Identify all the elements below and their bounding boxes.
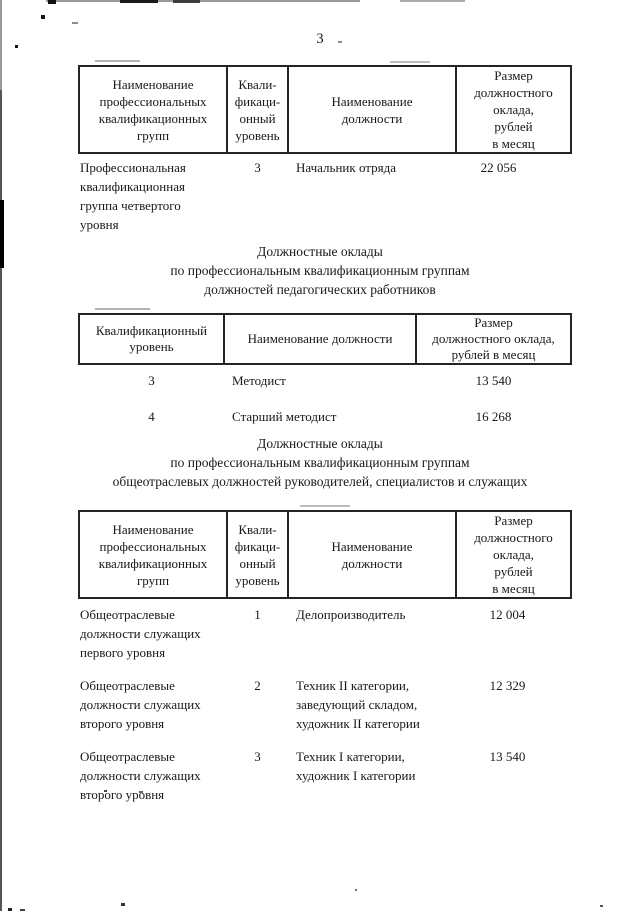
cell-qual-level: 3 <box>254 749 261 764</box>
scan-left-edge-line <box>0 0 2 911</box>
header-qual-level: Квали- фикаци- онный уровень <box>226 510 289 599</box>
scan-speck <box>104 790 107 792</box>
scan-speck <box>72 22 78 24</box>
header-salary-size: Размер должностного оклада, рублей в мес… <box>455 510 572 599</box>
page-number: 3 <box>316 31 324 47</box>
cell-qual-level: 1 <box>254 607 261 622</box>
scan-left-edge-light <box>0 0 2 90</box>
scan-ghost-dash <box>390 61 430 63</box>
scan-speck <box>139 791 143 793</box>
table-header-row: Наименование профессиональных квалификац… <box>78 510 572 599</box>
cell-position: Делопроизводитель <box>296 607 406 622</box>
table-row: Общеотраслевые должности служащих второг… <box>79 747 571 818</box>
cell-position: Старший методист <box>232 409 337 424</box>
cell-position: Методист <box>232 373 286 388</box>
table-row: Общеотраслевые должности служащих первог… <box>79 598 571 676</box>
table-header-row: Квалификационный уровень Наименование до… <box>78 313 572 365</box>
scan-speck <box>121 903 125 906</box>
scan-ghost-dash <box>95 60 140 62</box>
cell-salary: 13 540 <box>489 749 526 764</box>
cell-position: Техник II категории, заведующий складом,… <box>296 678 420 731</box>
table-row: Общеотраслевые должности служащих второг… <box>79 676 571 747</box>
scan-left-edge-blotch <box>0 200 4 268</box>
scan-speck <box>355 889 357 891</box>
scan-speck <box>338 41 342 43</box>
section-title-industrywide: Должностные оклады по профессиональным к… <box>112 436 528 489</box>
cell-salary: 22 056 <box>480 160 517 175</box>
salary-table-industrywide: Наименование профессиональных квалификац… <box>78 510 572 818</box>
cell-qual-level: 2 <box>254 678 261 693</box>
cell-qual-level: 3 <box>148 373 155 388</box>
scan-speck <box>20 909 25 911</box>
header-position-name: Наименование должности <box>287 510 457 599</box>
cell-group-name: Профессиональная квалификационная группа… <box>80 160 186 232</box>
scan-top-strip <box>400 0 465 2</box>
cell-group-name: Общеотраслевые должности служащих второг… <box>80 678 201 731</box>
header-qual-level: Квали- фикаци- онный уровень <box>226 65 289 154</box>
header-salary-size: Размер должностного оклада, рублей в мес… <box>415 313 572 365</box>
salary-table-pedagogical: Квалификационный уровень Наименование до… <box>78 313 572 426</box>
cell-position: Техник I категории, художник I категории <box>296 749 416 783</box>
scan-speck <box>41 15 45 19</box>
scan-speck <box>15 45 18 48</box>
cell-group-name: Общеотраслевые должности служащих первог… <box>80 607 201 660</box>
table-row: 3 Методист 13 540 <box>79 364 571 390</box>
cell-salary: 12 004 <box>489 607 526 622</box>
section-title-pedagogical: Должностные оклады по профессиональным к… <box>170 244 470 297</box>
scan-top-blotch <box>173 0 200 3</box>
header-position-name: Наименование должности <box>223 313 417 365</box>
cell-position: Начальник отряда <box>296 160 396 175</box>
header-group-name: Наименование профессиональных квалификац… <box>78 510 228 599</box>
scan-ghost-dash <box>95 308 150 310</box>
scan-top-blotch <box>120 0 158 3</box>
cell-salary: 16 268 <box>475 409 512 424</box>
cell-salary: 12 329 <box>489 678 526 693</box>
scan-ghost-dash <box>300 505 350 507</box>
salary-table-group4: Наименование профессиональных квалификац… <box>78 65 572 234</box>
header-group-name: Наименование профессиональных квалификац… <box>78 65 228 154</box>
cell-qual-level: 4 <box>148 409 155 424</box>
table-row: Профессиональная квалификационная группа… <box>79 153 571 234</box>
scan-speck <box>8 908 12 911</box>
header-salary-size: Размер должностного оклада, рублей в мес… <box>455 65 572 154</box>
scan-speck <box>600 905 603 907</box>
cell-salary: 13 540 <box>475 373 512 388</box>
cell-qual-level: 3 <box>254 160 261 175</box>
header-position-name: Наименование должности <box>287 65 457 154</box>
table-header-row: Наименование профессиональных квалификац… <box>78 65 572 154</box>
header-qual-level: Квалификационный уровень <box>78 313 225 365</box>
cell-group-name: Общеотраслевые должности служащих второг… <box>80 749 201 802</box>
table-row: 4 Старший методист 16 268 <box>79 390 571 426</box>
scan-top-strip <box>46 0 360 2</box>
scan-top-blotch <box>48 0 56 4</box>
